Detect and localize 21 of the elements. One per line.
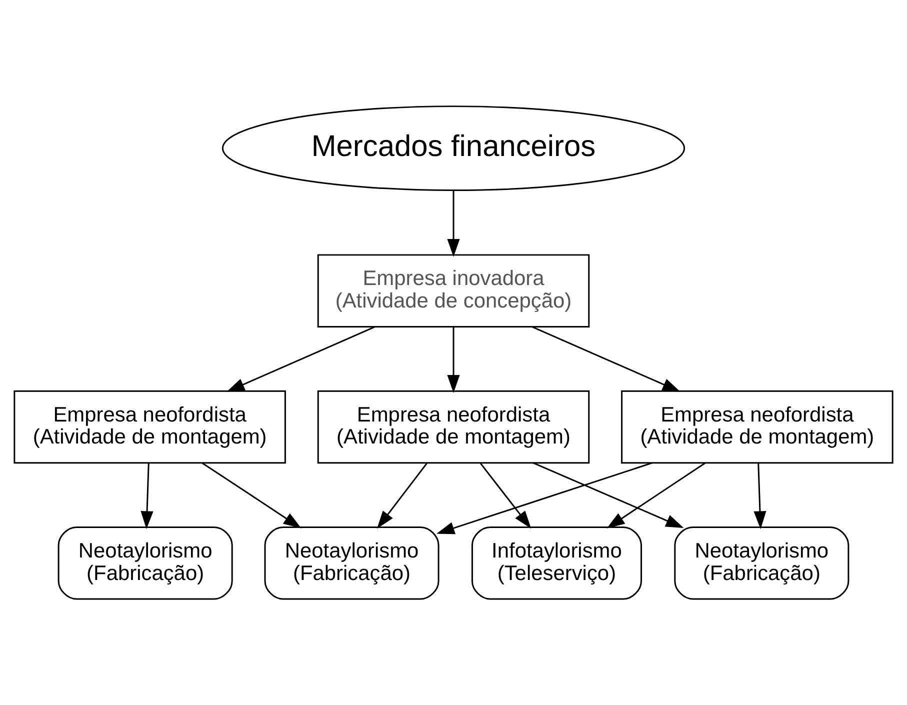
node-box: Empresa neofordista (Atividade de montagem) xyxy=(14,390,286,464)
arrow xyxy=(532,462,684,528)
arrow xyxy=(606,462,706,528)
arrow xyxy=(447,190,460,257)
node-box: Empresa neofordista (Atividade de montagem) xyxy=(317,390,590,464)
arrow xyxy=(754,463,766,530)
arrow xyxy=(447,327,460,393)
node-box: Infotaylorismo (Teleserviço) xyxy=(471,526,642,600)
arrow xyxy=(226,326,376,392)
node-ellipse: Mercados financeiros xyxy=(222,106,686,192)
arrow xyxy=(376,463,428,529)
arrow xyxy=(202,462,302,528)
arrow xyxy=(436,462,652,534)
node-box: Neotaylorismo (Fabricação) xyxy=(58,526,233,600)
arrow xyxy=(140,463,154,530)
node-box: Neotaylorismo (Fabricação) xyxy=(674,526,850,600)
arrow xyxy=(480,463,532,529)
node-box: Neotaylorismo (Fabricação) xyxy=(264,526,440,600)
arrow xyxy=(532,326,680,392)
node-box: Empresa neofordista (Atividade de montagem) xyxy=(621,390,894,464)
node-box: Empresa inovadora (Atividade de concepção) xyxy=(317,254,590,328)
